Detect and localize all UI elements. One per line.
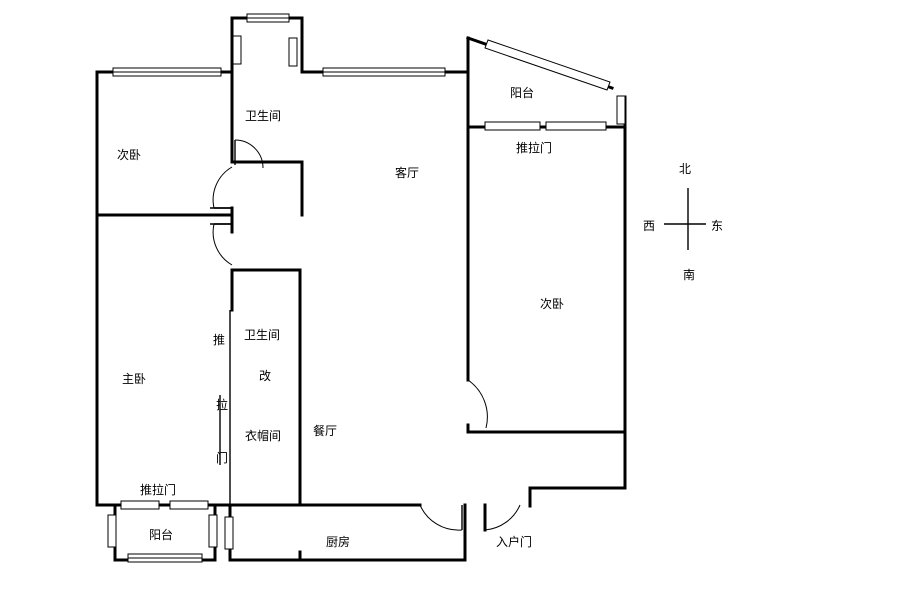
room-label-dining-room: 餐厅 [313,424,338,438]
room-label-bedroom-second-west: 次卧 [117,148,142,162]
room-label-entrance-door: 入户门 [496,535,533,549]
walls [95,16,627,562]
compass-south: 南 [683,268,696,282]
compass-east: 东 [711,219,724,233]
room-label-balcony-south: 阳台 [149,528,174,542]
doors [210,139,521,531]
room-label-bathroom-mid: 卫生间 [244,328,281,342]
room-label-bathroom-north: 卫生间 [245,109,282,123]
room-label-sliding-door-south: 推拉门 [140,483,177,497]
compass-west: 西 [643,219,656,233]
room-label-master-bedroom: 主卧 [122,372,147,386]
sliding-door-vertical-char-1: 推 [213,333,226,347]
windows [107,13,626,563]
sliding-door-vertical-char-3: 门 [216,451,229,465]
room-label-bedroom-second-east: 次卧 [540,297,565,311]
room-label-living-room: 客厅 [395,166,420,180]
compass-cross [664,188,706,250]
room-label-sliding-door-east: 推拉门 [516,141,553,155]
compass-north: 北 [679,162,692,176]
room-label-renovated: 改 [259,369,272,383]
room-label-cloakroom: 衣帽间 [245,429,282,443]
room-label-kitchen: 厨房 [326,535,351,549]
sliding-door-vertical-char-2: 拉 [216,398,229,412]
room-label-balcony-east: 阳台 [510,86,535,100]
